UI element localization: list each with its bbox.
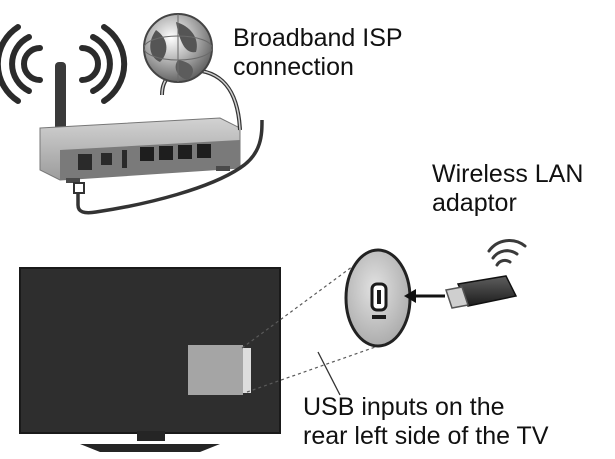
ethernet-plug [73, 182, 85, 194]
label-broadband-isp: Broadband ISP connection [233, 24, 403, 82]
wireless-signal-icon [0, 24, 128, 104]
label-broadband-isp-line-2: connection [233, 53, 354, 81]
callout-lines [241, 254, 385, 393]
usb-wifi-dongle-icon [445, 275, 518, 309]
label-wireless-lan-adaptor: Wireless LAN adaptor [432, 160, 583, 218]
usb-port-icon [370, 282, 388, 319]
label-usb-inputs: USB inputs on the rear left side of the … [303, 393, 549, 451]
globe-icon [143, 13, 213, 83]
label-wireless-lan-line-1: Wireless LAN [432, 160, 584, 188]
label-wireless-lan-line-2: adaptor [432, 189, 517, 217]
wireless-router-icon [39, 62, 241, 183]
lan-cable [76, 119, 264, 215]
label-usb-inputs-line-1: USB inputs on the [303, 393, 505, 421]
insert-arrow [404, 289, 445, 303]
usb-side-panel [188, 345, 243, 395]
label-broadband-isp-line-1: Broadband ISP [233, 24, 403, 52]
usb-label-pointer [317, 351, 341, 396]
usb-side-strip [243, 348, 251, 393]
dongle-wireless-signal-icon [487, 239, 527, 267]
label-usb-inputs-line-2: rear left side of the TV [303, 422, 549, 450]
